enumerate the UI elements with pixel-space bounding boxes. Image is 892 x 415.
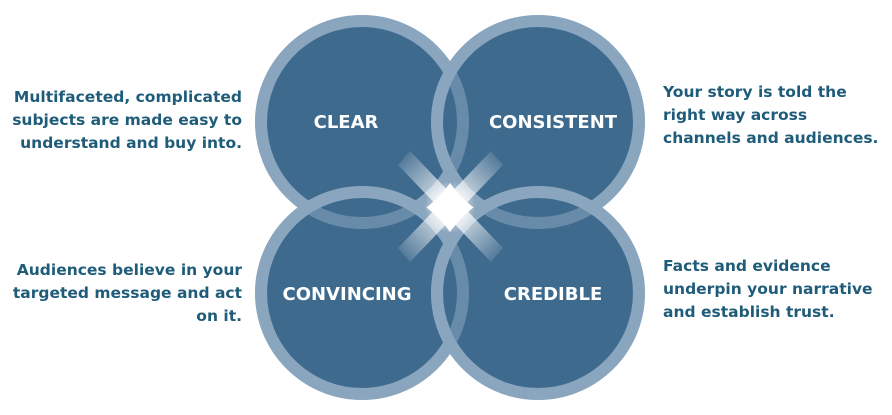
label-credible: CREDIBLE	[504, 284, 603, 305]
description-credible: Facts and evidence underpin your narrati…	[663, 257, 873, 321]
ring-overlay	[255, 15, 645, 400]
label-consistent: CONSISTENT	[489, 112, 618, 133]
center-cross-glow-icon	[398, 151, 503, 262]
description-clear: Multifaceted, complicated subjects are m…	[12, 88, 242, 152]
description-convincing: Audiences believe in your targeted messa…	[12, 261, 242, 325]
label-clear: CLEAR	[314, 112, 379, 133]
description-consistent: Your story is told the right way across …	[663, 83, 879, 147]
label-convincing: CONVINCING	[282, 284, 411, 305]
